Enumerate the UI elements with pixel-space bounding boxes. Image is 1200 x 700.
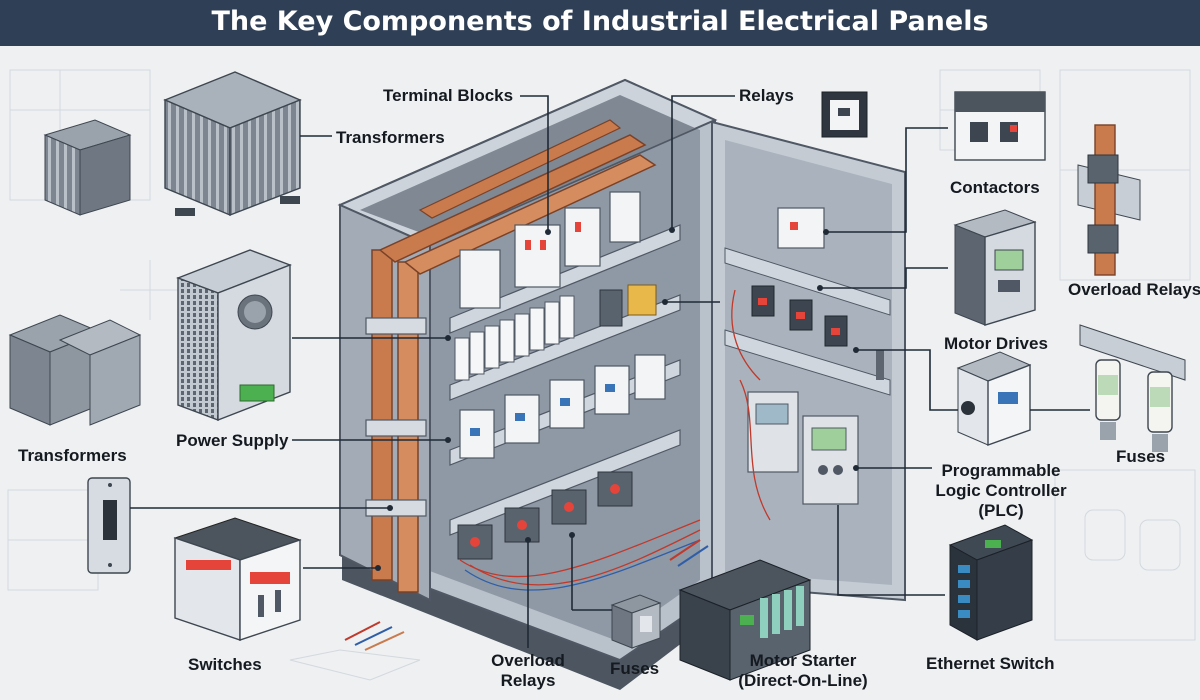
motor-drive-icon: [953, 209, 1037, 326]
label-transformers-top: Transformers: [336, 128, 445, 147]
leader-dots: [375, 227, 859, 571]
label-motor-starter-2: (Direct-On-Line): [738, 671, 868, 690]
page-title: The Key Components of Industrial Electri…: [211, 6, 989, 37]
diagram-canvas: [0, 46, 1200, 700]
cabinet-door: [711, 120, 906, 602]
label-motor-drives: Motor Drives: [944, 334, 1048, 353]
power-supply-icon: [176, 249, 292, 422]
label-overload-relays-bottom-2: Relays: [500, 671, 556, 690]
relay-top-icon: [821, 91, 868, 138]
label-fuses-right: Fuses: [1116, 447, 1166, 466]
label-power-supply: Power Supply: [176, 431, 289, 450]
label-motor-starter-1: Motor Starter: [749, 651, 857, 670]
floor-wires: [344, 539, 709, 651]
overload-relay-icon: [956, 351, 1032, 446]
overload-relay-rail-icon: [1077, 124, 1141, 276]
circuit-breaker-icon: [173, 517, 302, 641]
relay-icon: [627, 284, 657, 316]
title-bar: [0, 0, 1200, 46]
plc-icon: [747, 391, 859, 505]
switch-icon: [87, 477, 131, 574]
transformer-box-icon: [8, 314, 142, 426]
diagram-svg: [7, 69, 1196, 690]
transformer-small-icon: [43, 119, 132, 216]
label-plc-line3: (PLC): [978, 501, 1024, 520]
leader-lines: [130, 95, 1090, 648]
label-plc-line2: Logic Controller: [935, 481, 1067, 500]
label-ethernet-switch: Ethernet Switch: [926, 654, 1055, 673]
label-overload-relays-bottom-1: Overload: [491, 651, 565, 670]
label-transformers-left: Transformers: [18, 446, 127, 465]
label-plc-line1: Programmable: [941, 461, 1061, 480]
label-contactors: Contactors: [950, 178, 1040, 197]
label-overload-relays-right: Overload Relays: [1068, 280, 1200, 299]
fuse-block-icon: [610, 594, 662, 649]
label-relays: Relays: [739, 86, 794, 105]
ethernet-switch-icon: [948, 524, 1034, 641]
terminal-block-rows: [459, 191, 641, 309]
contactor-icon: [954, 91, 1046, 161]
fuse-holder-icon: [1079, 324, 1186, 452]
electrical-cabinet-icon: [337, 78, 718, 690]
transformer-large-icon: [163, 71, 302, 217]
motor-starter-icon: [678, 559, 812, 681]
label-fuses-bottom: Fuses: [610, 659, 660, 678]
label-terminal-blocks: Terminal Blocks: [383, 86, 514, 105]
label-switches: Switches: [188, 655, 262, 674]
